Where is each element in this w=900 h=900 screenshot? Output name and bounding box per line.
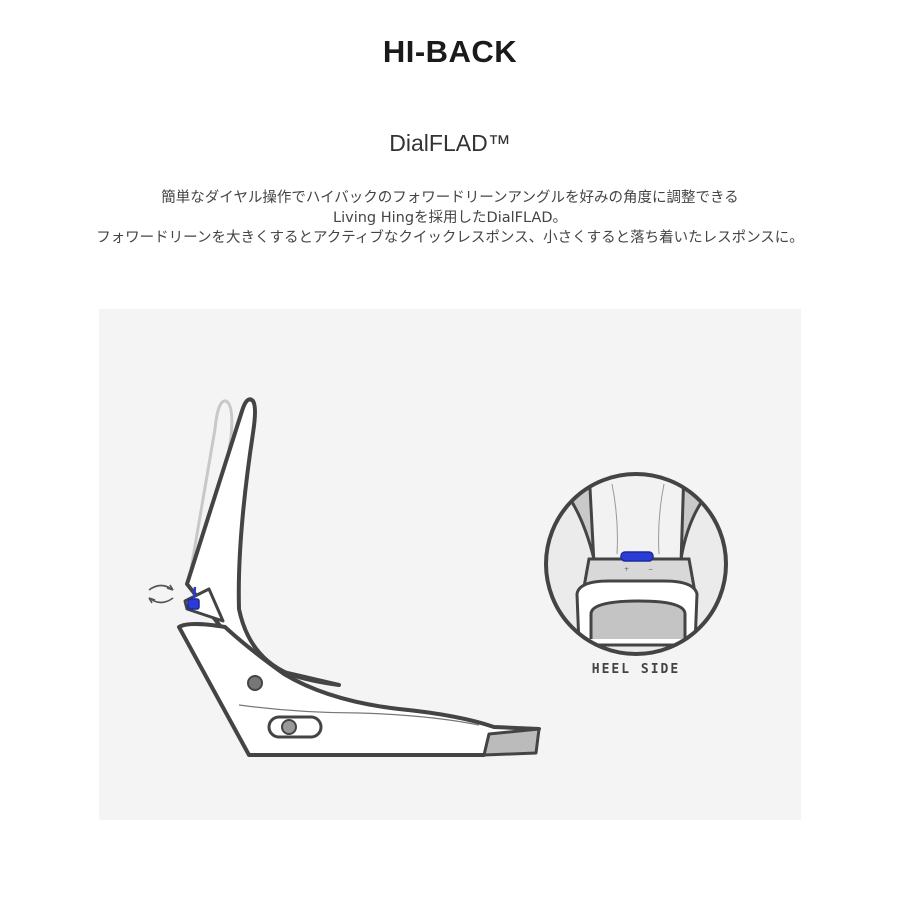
page-title: HI-BACK <box>382 34 518 69</box>
dial-mark-minus: − <box>648 566 653 573</box>
description-line: フォワードリーンを大きくするとアクティブなクイックレスポンス、小さくすると落ち着… <box>96 230 804 246</box>
bolt <box>247 675 263 691</box>
description-line: 簡単なダイヤル操作でハイバックのフォワードリーンアングルを好みの角度に調整できる <box>161 190 739 206</box>
baseplate <box>177 622 541 757</box>
bolt <box>281 719 297 735</box>
rotate-arrows-icon <box>148 584 174 604</box>
heel-side-detail: + − <box>546 474 726 654</box>
dial-icon <box>187 586 200 610</box>
feature-name: DialFLAD™ <box>389 130 511 156</box>
dial-mark-plus: + <box>624 566 629 573</box>
highback <box>185 397 341 687</box>
illustration-panel: + − HEEL SIDE <box>99 309 801 820</box>
detail-circle-border <box>544 472 728 656</box>
heel-side-label: HEEL SIDE <box>591 662 681 677</box>
baseplate-inner-line <box>238 704 480 726</box>
description-line: Living Hingを採用したDialFLAD。 <box>333 210 567 226</box>
toe-ramp <box>482 727 541 757</box>
binding-illustration: + − <box>148 397 728 757</box>
feature-description: 簡単なダイヤル操作でハイバックのフォワードリーンアングルを好みの角度に調整できる… <box>0 188 900 248</box>
ghost-highback <box>187 399 234 591</box>
